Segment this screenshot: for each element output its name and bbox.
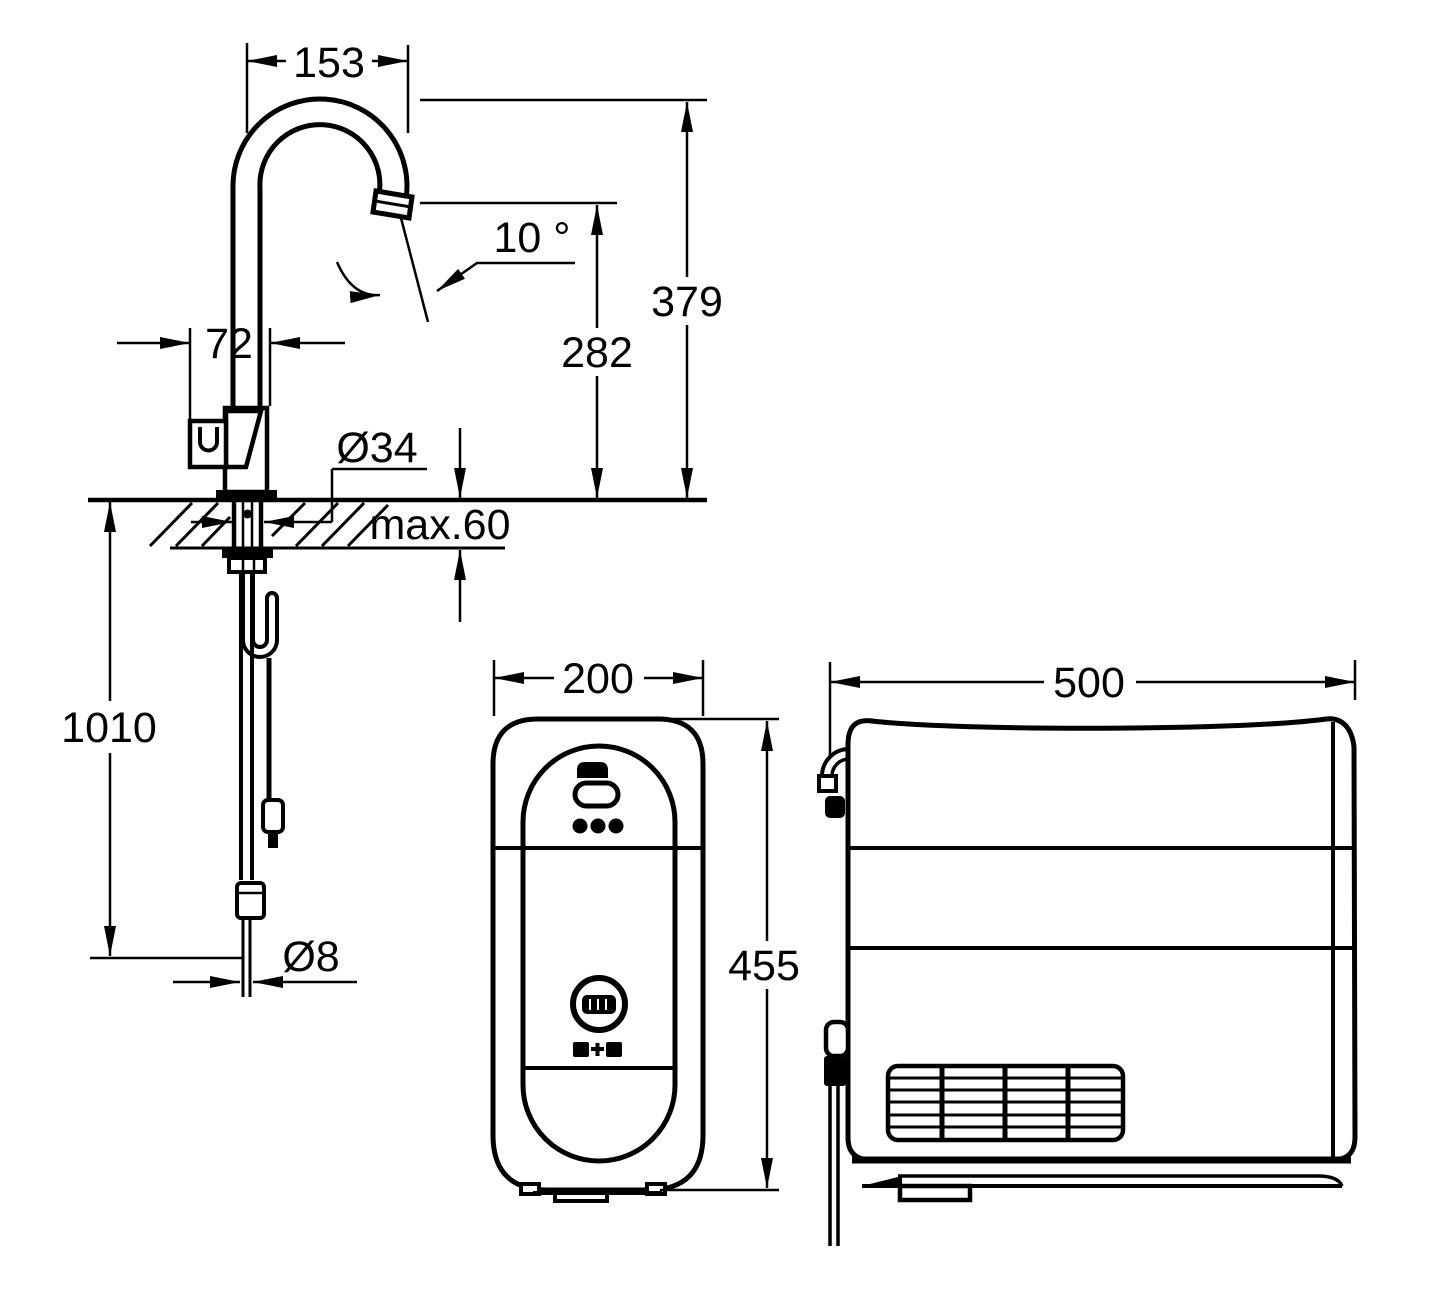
cooler-front-body: [490, 716, 706, 1193]
dimension-cooler-depth: 500: [828, 659, 1357, 758]
ventilation-grille-icon: [885, 1063, 1126, 1143]
filter-logo-icon: [570, 975, 628, 1033]
hose-connector-icon: [823, 1019, 851, 1246]
cooler-front-panel: [520, 743, 678, 1164]
jet-direction-line: [399, 217, 430, 323]
dim-label-cooler-width: 200: [562, 655, 634, 703]
handle-lever: [187, 418, 229, 470]
handle-grip-icon: [198, 427, 219, 453]
countertop-hatching: [148, 501, 390, 548]
angle-leader-line: [436, 261, 575, 293]
faucet-view: 10 °: [56, 38, 728, 997]
mousseur-detail-line: [374, 199, 412, 209]
safety-loop-hose: [241, 572, 279, 659]
spout-outer-contour: [230, 96, 410, 410]
cooler-front-view: 200 455: [490, 655, 809, 1203]
hose-clip-icon: [817, 747, 850, 818]
dimension-hose-length: 1010: [56, 502, 243, 960]
mounting-shank: [231, 500, 264, 548]
cooler-side-view: 500: [817, 659, 1358, 1246]
mounting-nut: [222, 548, 273, 574]
angle-sweep-arrow: [335, 261, 381, 304]
dim-label-total-height: 379: [651, 278, 723, 326]
base-flange: [216, 490, 277, 501]
dimension-hose-diameter: Ø8: [173, 933, 357, 988]
dimension-outlet-height: 282: [556, 205, 638, 498]
power-icon: [577, 762, 608, 778]
dim-label-hose-diameter: Ø8: [282, 933, 339, 981]
dim-label-spout-reach: 153: [293, 39, 365, 87]
spout-inner-contour: [257, 122, 383, 410]
dim-label-mounting-hole: Ø34: [336, 424, 417, 472]
dim-label-base-width: 72: [205, 320, 253, 368]
led-dots-icon: [572, 818, 624, 834]
dimension-cooler-width: 200: [492, 655, 705, 716]
dimension-cooler-height: 455: [660, 717, 809, 1192]
cooler-side-base: [862, 1174, 1344, 1203]
dimension-base-width: 72: [117, 320, 345, 420]
dim-label-cooler-height: 455: [728, 942, 800, 990]
side-foot-tab: [897, 1183, 973, 1203]
filter-plus-carbonation-icon: [573, 1042, 622, 1057]
display-window-icon: [572, 780, 621, 809]
dim-label-spout-angle: 10 °: [494, 214, 571, 262]
dim-label-deck-thickness: max.60: [369, 501, 510, 549]
dimension-mounting-hole: Ø34: [191, 424, 427, 528]
dim-label-hose-length: 1010: [61, 704, 157, 752]
dimension-total-height: 379: [646, 102, 728, 498]
dimension-deck-thickness: max.60: [369, 428, 511, 622]
dim-label-outlet-height: 282: [561, 329, 633, 377]
dim-label-cooler-depth: 500: [1053, 659, 1125, 707]
dimension-spout-reach: 153: [245, 38, 410, 133]
control-cable-with-plug: [261, 658, 285, 848]
